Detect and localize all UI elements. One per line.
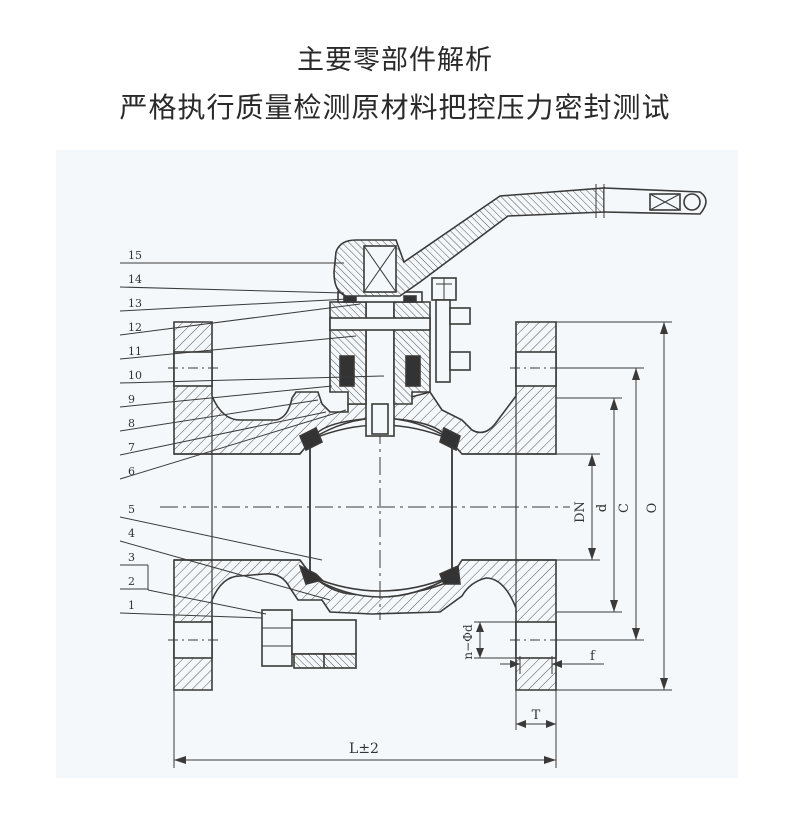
seat-right-bottom	[438, 564, 461, 585]
seat-left-top	[298, 426, 324, 452]
packing-right	[405, 355, 421, 387]
dim-label-d: d	[595, 504, 610, 512]
part-label-11: 11	[128, 345, 142, 358]
part-number-labels: 15 14 13 12 11 10 9 8 7 6 5 4 3 2 1	[128, 249, 142, 612]
part-label-1: 1	[128, 599, 135, 612]
dim-label-dn: DN	[573, 501, 588, 523]
page-subtitle: 严格执行质量检测原材料把控压力密封测试	[119, 91, 671, 124]
dim-label-f: f	[590, 649, 596, 664]
dim-label-l: L±2	[349, 741, 379, 757]
dim-label-t: T	[532, 708, 541, 723]
part-label-6: 6	[128, 465, 135, 478]
part-label-5: 5	[128, 503, 135, 516]
page-title: 主要零部件解析	[297, 45, 493, 76]
part-label-13: 13	[128, 297, 142, 310]
ball	[309, 417, 453, 598]
dim-label-c: C	[617, 503, 632, 513]
part-label-10: 10	[128, 369, 142, 382]
bolt-assembly	[261, 609, 357, 669]
dim-label-o: O	[645, 503, 660, 514]
part-label-7: 7	[128, 441, 135, 454]
seat-left-bottom	[298, 564, 324, 585]
part-label-12: 12	[128, 321, 142, 334]
leader-lines	[119, 262, 385, 619]
part-label-4: 4	[128, 527, 135, 540]
ball-valve-drawing: 15 14 13 12 11 10 9 8 7 6 5 4 3 2 1 DN d…	[56, 150, 738, 778]
part-label-15: 15	[128, 249, 142, 262]
part-label-14: 14	[128, 273, 142, 286]
part-label-2: 2	[128, 575, 135, 588]
dim-label-n-phi-d: n−Φd	[461, 624, 475, 660]
seat-right-top	[439, 426, 461, 452]
dimension-lines	[173, 321, 672, 768]
part-label-9: 9	[128, 393, 135, 406]
packing-left	[339, 355, 355, 387]
part-label-8: 8	[128, 417, 135, 430]
part-label-3: 3	[128, 551, 135, 564]
